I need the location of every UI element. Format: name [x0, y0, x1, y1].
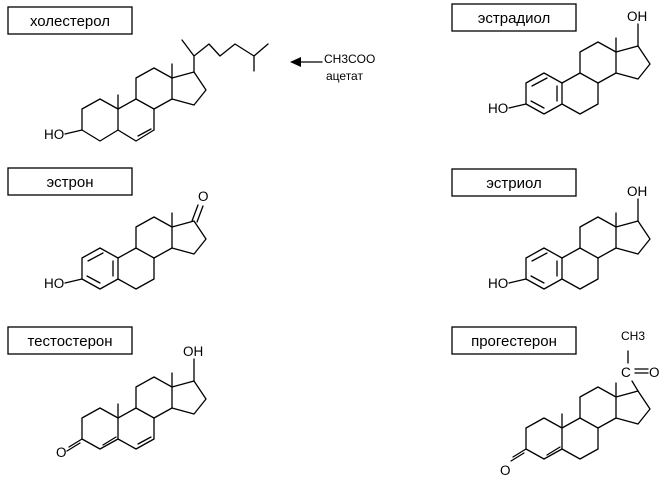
estrone-structure: эстрон O HO — [7, 167, 209, 291]
cholesterol-label: холестерол — [30, 13, 110, 30]
estriol-structure: эстриол OH HO — [451, 168, 651, 291]
cholesterol-structure: холестерол HO — [7, 6, 269, 142]
testosterone-label: тестостерон — [27, 333, 112, 350]
testosterone-structure: тестостерон OH O — [7, 326, 207, 460]
cholesterol-label-box — [7, 6, 133, 35]
hydroxyl-label-17: OH — [627, 9, 647, 24]
acetate-formula: CH3COO — [324, 52, 375, 66]
estradiol-structure: эстрадиол OH HO — [451, 3, 651, 116]
hydroxyl-label: OH — [183, 344, 203, 359]
estradiol-label: эстрадиол — [478, 10, 551, 27]
hydroxyl-label: HO — [44, 127, 64, 142]
hydroxyl-label-17: OH — [627, 184, 647, 199]
keto-label-20: O — [649, 365, 660, 380]
hydroxyl-label: HO — [44, 276, 64, 291]
testosterone-label-box — [7, 326, 133, 355]
estrone-label: эстрон — [47, 174, 94, 191]
hydroxyl-label-3: HO — [488, 276, 508, 291]
carbonyl-carbon-label: C — [621, 365, 631, 380]
methyl-label: CH3 — [621, 329, 645, 343]
keto-label-3: O — [500, 463, 511, 478]
progesterone-label: прогестерон — [471, 333, 557, 350]
progesterone-structure: прогестерон C O CH3 O — [451, 326, 660, 478]
estradiol-label-box — [451, 3, 577, 32]
keto-label: O — [56, 445, 67, 460]
hydroxyl-label-3: HO — [488, 101, 508, 116]
keto-label: O — [198, 189, 209, 204]
acetate-precursor: CH3COO ацетат — [290, 52, 375, 83]
estrone-label-box — [7, 167, 133, 196]
estriol-label-box — [451, 168, 577, 197]
progesterone-label-box — [451, 326, 577, 355]
acetate-label: ацетат — [326, 69, 363, 83]
estriol-label: эстриол — [486, 175, 542, 192]
